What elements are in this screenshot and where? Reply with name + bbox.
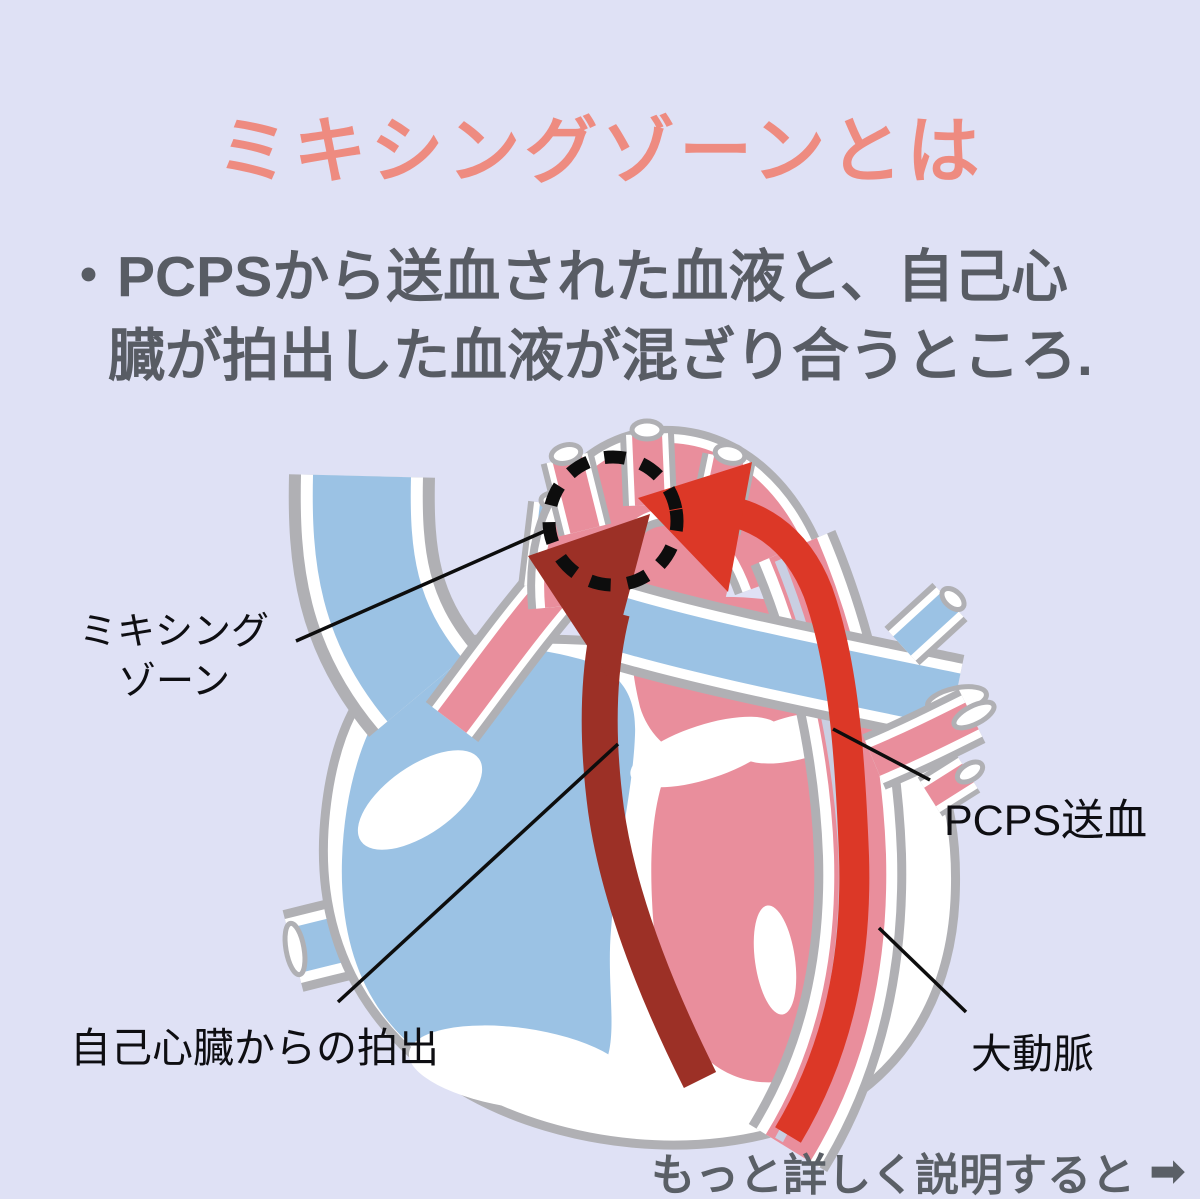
pointer-line-aorta	[877, 926, 968, 1014]
description-line-2: 臓が拍出した血液が混ざり合うところ.	[108, 324, 1093, 388]
mixing-zone-label: ミキシング ゾーン	[58, 607, 290, 707]
description-line-1: ・PCPSから送血された血液と、自己心	[60, 245, 1068, 309]
self-ejection-label: 自己心臓からの拍出	[70, 1025, 439, 1071]
pointer-line-mixing-zone	[295, 525, 555, 643]
self-ejection-arrow	[528, 514, 717, 1089]
right-heart-chambers	[341, 646, 636, 1099]
footer-note: もっと詳しく説明すると ➡	[651, 1139, 1186, 1199]
description: ・PCPSから送血された血液と、自己心 臓が拍出した血液が混ざり合うところ.	[60, 238, 1150, 396]
mixing-zone-circle	[542, 450, 684, 592]
right-arrow-icon: ➡	[1149, 1146, 1186, 1196]
mixing-zone-label-line-2: ゾーン	[117, 661, 231, 703]
pcps-delivery-label: PCPS送血	[944, 797, 1148, 845]
page-title: ミキシングゾーンとは	[216, 111, 984, 192]
pointer-line-pcps	[832, 727, 931, 782]
superior-vena-cava	[288, 474, 482, 737]
footer-note-text: もっと詳しく説明すると	[651, 1151, 1136, 1199]
aorta-label: 大動脈	[971, 1031, 1094, 1077]
mixing-zone-label-line-1: ミキシング	[78, 611, 269, 653]
pointer-line-ejection	[336, 742, 620, 1004]
